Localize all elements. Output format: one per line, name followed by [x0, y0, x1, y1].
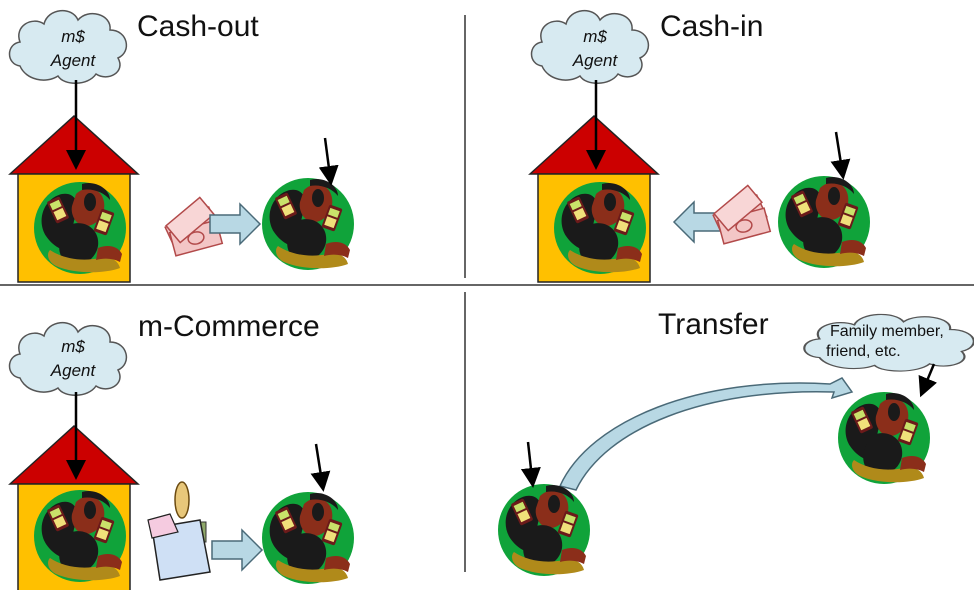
money-icon	[712, 184, 772, 245]
person-on-phone-icon	[262, 492, 354, 584]
agent-label-line-1: m$	[61, 27, 85, 46]
recipient-pointer-arrow	[918, 363, 938, 398]
panel-cash-out: m$ Agent	[8, 9, 354, 283]
panel-m-commerce: m$ Agent	[8, 321, 354, 593]
panel-title-cash-out: Cash-out	[137, 10, 259, 43]
cloud-icon	[8, 9, 128, 85]
agent-label-line-1: m$	[583, 27, 607, 46]
user-pointer-arrow	[830, 131, 851, 180]
cloud-icon	[530, 9, 650, 85]
panel-cash-in: m$ Agent	[529, 9, 870, 283]
panel-transfer: Family member, friend, etc.	[498, 313, 974, 576]
person-on-phone-icon	[778, 176, 870, 268]
panel-title-transfer: Transfer	[658, 308, 769, 341]
person-on-phone-icon	[34, 182, 126, 274]
recipient-label-line-2: friend, etc.	[826, 343, 901, 360]
person-on-phone-icon	[498, 484, 590, 576]
user-pointer-arrow	[310, 443, 331, 492]
agent-label-line-2: Agent	[50, 51, 97, 70]
sender-pointer-arrow	[520, 441, 541, 488]
person-on-phone-icon	[34, 490, 126, 582]
person-on-phone-icon	[262, 178, 354, 270]
agent-label-line-1: m$	[61, 337, 85, 356]
agent-label-line-2: Agent	[572, 51, 619, 70]
panel-title-m-commerce: m-Commerce	[138, 310, 320, 343]
person-on-phone-icon	[554, 182, 646, 274]
cloud-icon	[8, 321, 128, 397]
recipient-label-line-1: Family member,	[830, 323, 944, 340]
curved-arrow-icon	[558, 377, 854, 491]
panel-title-cash-in: Cash-in	[660, 10, 764, 43]
person-on-phone-icon	[838, 392, 930, 484]
block-arrow-icon	[211, 529, 263, 571]
user-pointer-arrow	[318, 137, 339, 186]
agent-label-line-2: Agent	[50, 361, 97, 380]
shopping-bag-icon	[147, 481, 211, 581]
